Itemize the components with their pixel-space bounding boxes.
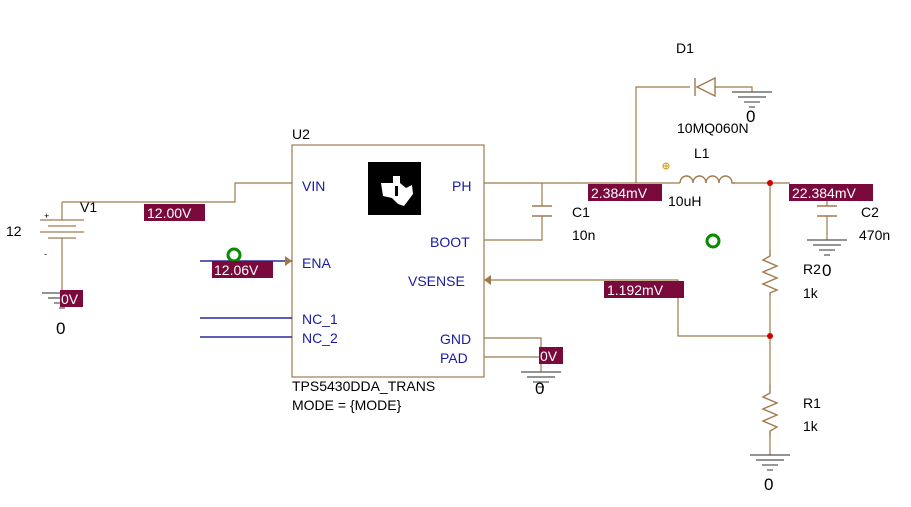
svg-text:2.384mV: 2.384mV — [591, 185, 648, 201]
wire-vsense[interactable] — [484, 279, 770, 337]
l1-ref: L1 — [694, 145, 710, 161]
ground-c2-icon — [807, 239, 847, 256]
c1-ref: C1 — [572, 204, 590, 220]
r2-value: 1k — [803, 285, 819, 301]
wires — [61, 86, 828, 455]
svg-text:12.06V: 12.06V — [214, 262, 259, 278]
c1-capacitor[interactable] — [532, 205, 552, 217]
ground-r1-icon — [750, 454, 790, 471]
node-dot-fb — [767, 333, 773, 339]
d1-ref: D1 — [676, 40, 694, 56]
wire-boot[interactable] — [484, 216, 543, 241]
c1-value: 10n — [572, 227, 595, 243]
v1-minus: - — [44, 249, 47, 259]
ground-d1-icon — [732, 91, 772, 108]
ground-v1-label: 0 — [56, 319, 65, 338]
d1-diode[interactable] — [694, 76, 716, 98]
v1-source[interactable] — [40, 217, 84, 247]
ena-arrow — [285, 256, 292, 266]
c2-ref: C2 — [861, 204, 879, 220]
svg-text:0V: 0V — [540, 348, 558, 364]
pin-vin-label: VIN — [302, 178, 325, 194]
pin-ena-label: ENA — [302, 255, 331, 271]
u2-param: MODE = {MODE} — [292, 397, 402, 413]
pin-vsense-label: VSENSE — [408, 273, 465, 289]
node-dot-out — [767, 180, 773, 186]
r2-ref: R2 — [803, 261, 821, 277]
pin-nc2-label: NC_2 — [302, 330, 338, 346]
svg-text:1.192mV: 1.192mV — [607, 282, 664, 298]
vsense-arrow — [484, 275, 491, 285]
voltage-label-ena[interactable]: 12.06V — [212, 261, 273, 278]
wire-gnd[interactable] — [484, 337, 542, 372]
wire-vin[interactable] — [200, 182, 292, 203]
wire-d1-cathode[interactable] — [635, 86, 690, 183]
voltage-label-ph[interactable]: 2.384mV — [588, 184, 662, 201]
ground-d1-label: 0 — [746, 107, 755, 126]
voltage-label-vsense[interactable]: 1.192mV — [604, 281, 684, 298]
r1-ref: R1 — [803, 395, 821, 411]
voltage-label-pad[interactable]: 0V — [539, 347, 563, 364]
c2-capacitor[interactable] — [817, 205, 837, 217]
l1-value: 10uH — [668, 193, 701, 209]
ground-r1-label: 0 — [764, 475, 773, 494]
r1-resistor[interactable] — [761, 385, 779, 437]
d1-value: 10MQ060N — [677, 120, 749, 136]
svg-text:12.00V: 12.00V — [147, 205, 192, 221]
ground-c2-label: 0 — [822, 261, 831, 280]
voltage-label-v1-gnd[interactable]: 0V — [60, 290, 83, 307]
pin-nc1-label: NC_1 — [302, 311, 338, 327]
v1-value: 12 — [6, 223, 22, 239]
ground-u2-icon — [521, 371, 561, 388]
ground-u2-label: 0 — [535, 379, 544, 398]
l1-inductor[interactable] — [679, 175, 735, 184]
v1-plus: + — [44, 211, 49, 221]
voltage-label-out[interactable]: 22.384mV — [789, 184, 873, 201]
voltage-probe-ena-icon[interactable] — [226, 247, 242, 263]
r1-value: 1k — [803, 418, 819, 434]
r2-resistor[interactable] — [761, 250, 779, 296]
voltage-label-vin[interactable]: 12.00V — [144, 204, 205, 221]
pin-boot-label: BOOT — [430, 234, 470, 250]
svg-text:22.384mV: 22.384mV — [792, 185, 856, 201]
v1-ref: V1 — [80, 199, 97, 215]
pin-gnd-label: GND — [440, 331, 471, 347]
pin-ph-label: PH — [452, 178, 471, 194]
pin-pad-label: PAD — [440, 350, 468, 366]
wire-d1-anode[interactable] — [715, 86, 753, 92]
voltage-probe-icon[interactable] — [705, 233, 721, 249]
u2-part: TPS5430DDA_TRANS — [292, 378, 435, 394]
ti-logo-icon — [368, 162, 421, 215]
c2-value: 470n — [859, 227, 890, 243]
u2-ref: U2 — [292, 126, 310, 142]
svg-text:0V: 0V — [61, 291, 79, 307]
